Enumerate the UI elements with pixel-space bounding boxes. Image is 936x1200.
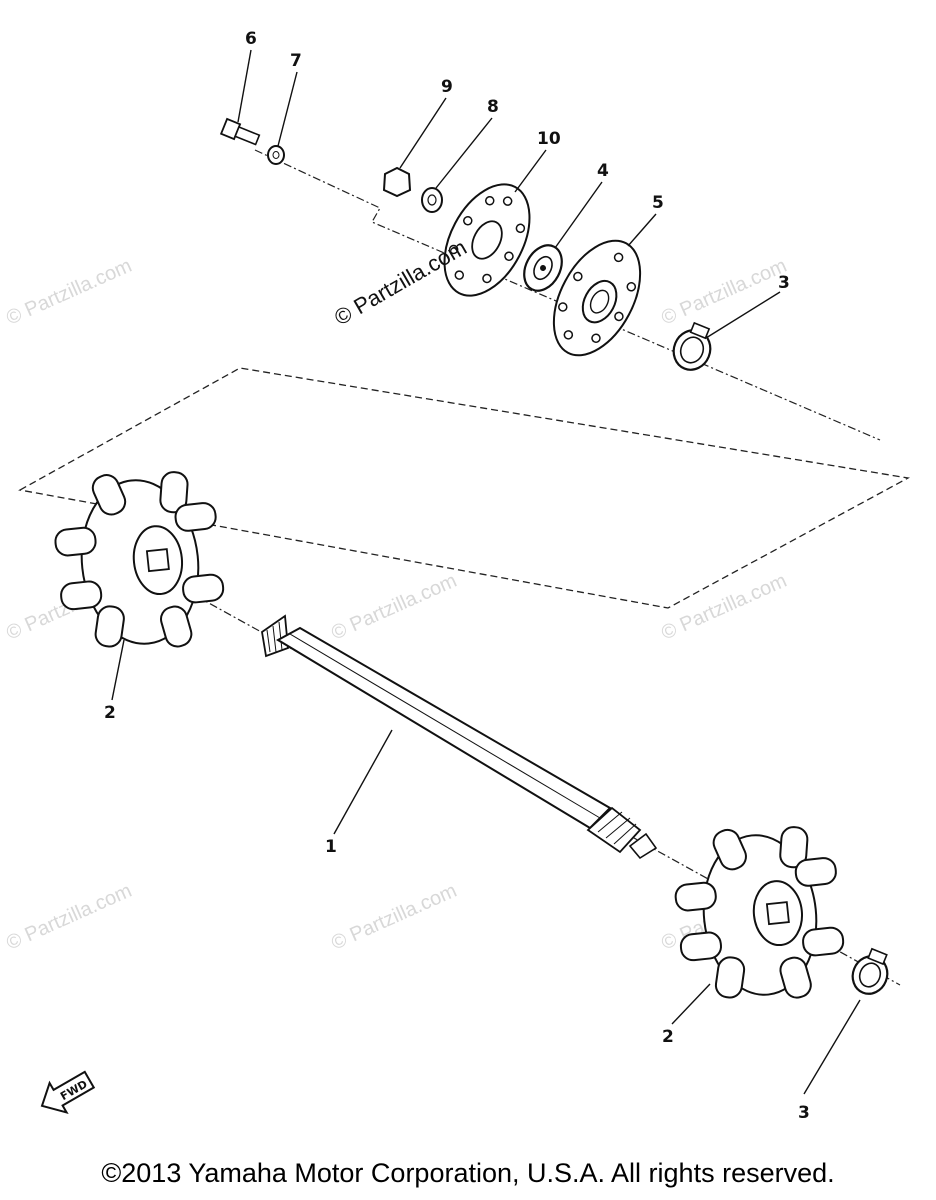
clamp-3-lower	[851, 947, 889, 995]
sprocket-2-right	[674, 826, 845, 999]
callout-3-upper: 3	[778, 273, 790, 293]
lock-washer-8	[421, 187, 443, 213]
callout-2-right: 2	[662, 1027, 674, 1047]
callout-9: 9	[441, 77, 453, 97]
callout-7: 7	[290, 51, 302, 71]
clamp-3-upper	[672, 321, 712, 371]
bolt-6	[219, 117, 261, 146]
exploded-parts-diagram: © Partzilla.com © Partzilla.com © Partzi…	[3, 29, 910, 1123]
plate-10	[443, 183, 531, 297]
callout-10: 10	[537, 129, 561, 149]
assembly-outline	[18, 367, 910, 609]
copyright-notice: ©2013 Yamaha Motor Corporation, U.S.A. A…	[101, 1158, 835, 1188]
bearing-4	[523, 244, 563, 292]
upper-axis-line	[254, 149, 881, 441]
callout-2-left: 2	[104, 703, 116, 723]
watermark-tile: © Partzilla.com	[328, 570, 460, 645]
watermark-tile: © Partzilla.com	[3, 880, 135, 955]
watermark-tile: © Partzilla.com	[658, 255, 790, 330]
nut-9	[382, 166, 412, 198]
callout-5: 5	[652, 193, 664, 213]
callout-labels: 6 7 9 8 10 4 5 3 2 1 2 3	[104, 29, 810, 1123]
watermark-tile: © Partzilla.com	[658, 570, 790, 645]
callout-1: 1	[325, 837, 337, 857]
callout-8: 8	[487, 97, 499, 117]
watermark-tile: © Partzilla.com	[3, 255, 135, 330]
drive-shaft-1	[261, 614, 658, 860]
fwd-arrow-icon: FWD	[40, 1070, 96, 1115]
watermark-tile: © Partzilla.com	[328, 880, 460, 955]
washer-7	[267, 145, 285, 165]
leader-lines	[111, 49, 861, 1095]
callout-4: 4	[597, 161, 609, 181]
callout-6: 6	[245, 29, 257, 49]
plate-5	[552, 239, 642, 357]
callout-3-lower: 3	[798, 1103, 810, 1123]
sprocket-2-left	[54, 471, 225, 648]
